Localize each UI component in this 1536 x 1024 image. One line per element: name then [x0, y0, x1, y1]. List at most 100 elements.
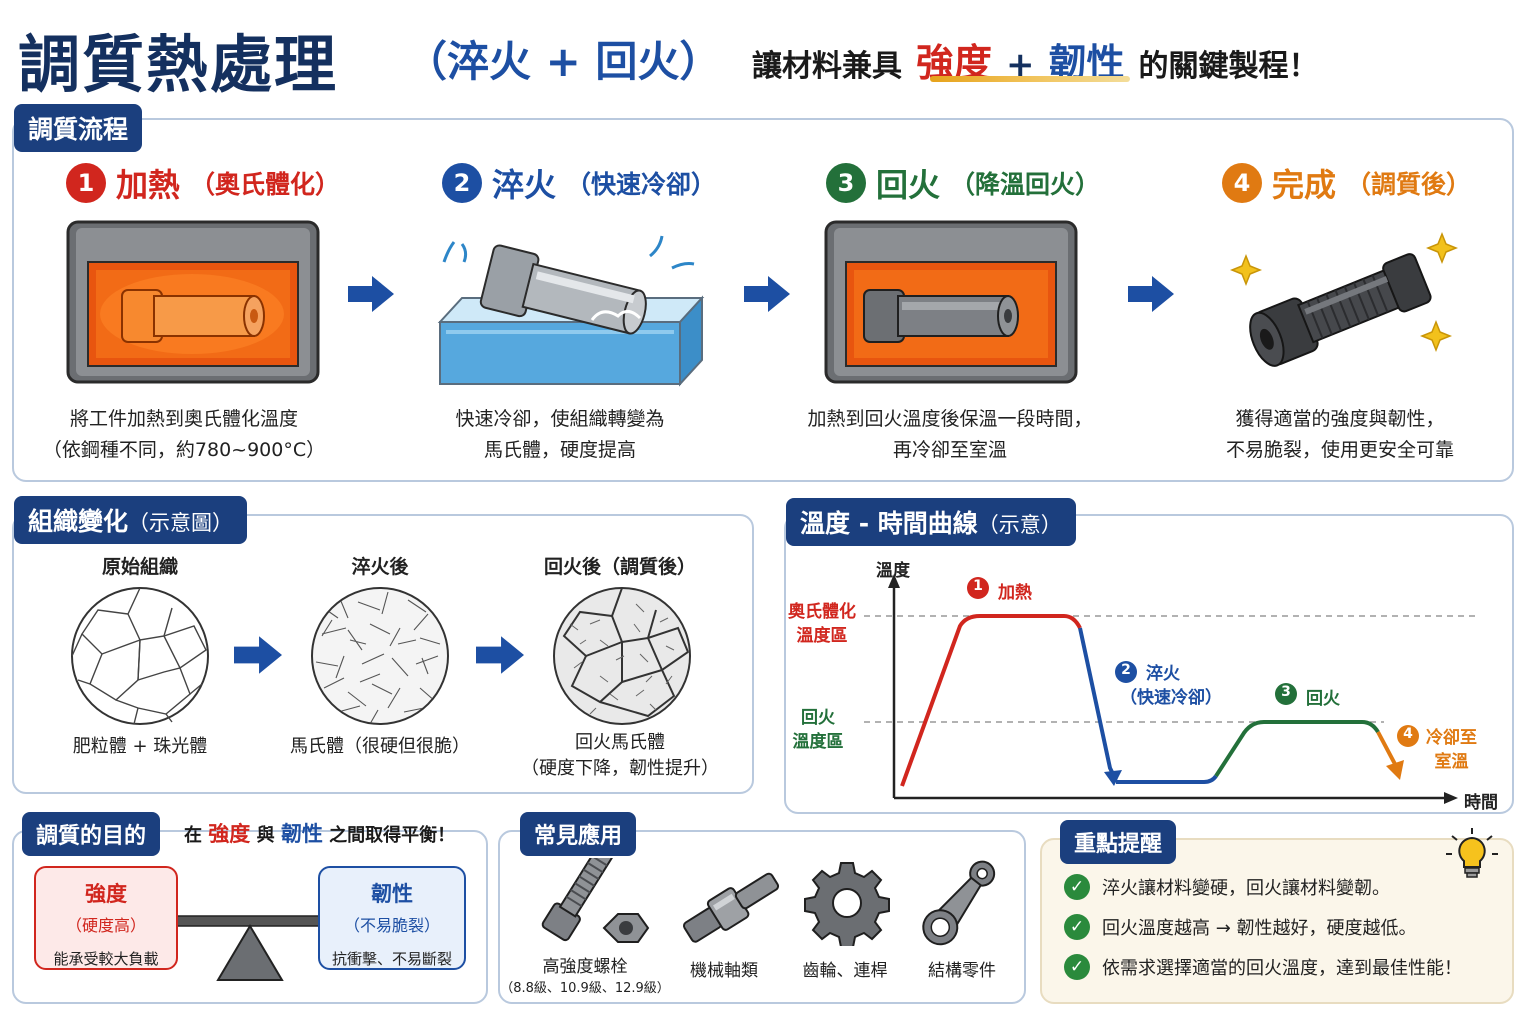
finished-part-illustration — [1229, 231, 1459, 367]
y-axis-arrowhead — [888, 574, 900, 588]
step-2-sub: （快速冷卻） — [566, 170, 717, 199]
quench-tank-illustration — [437, 235, 705, 387]
process-arrow-1 — [348, 276, 394, 312]
step-4-label: 完成 — [1272, 166, 1337, 204]
step-3-label: 回火 — [876, 166, 941, 204]
micro-caption-tempered: 回火馬氏體 （硬度下降，韌性提升） — [521, 732, 719, 779]
strength-box-sub: （硬度高） — [65, 916, 146, 935]
heating-curve — [900, 614, 1082, 787]
chart-badge-3-number: 3 — [1281, 684, 1291, 700]
purpose-panel-title: 調質的目的 — [22, 812, 161, 856]
reminder-2: ✓ 回火溫度越高 → 韌性越好，硬度越低。 — [1064, 914, 1417, 940]
micro-label-tempered: 回火後（調質後） — [543, 556, 696, 578]
austenite-zone-label: 奧氏體化 溫度區 — [788, 602, 856, 646]
process-arrow-3 — [1128, 276, 1174, 312]
chart-annotation-quench: 淬火 （快速冷卻） — [1120, 664, 1222, 708]
purpose-subtitle: 在 強度 與 韌性 之間取得平衡！ — [184, 822, 456, 846]
step-2-head: 2 淬火 （快速冷卻） — [442, 160, 716, 206]
temper-curve — [1214, 720, 1380, 778]
chart-annotation-heating: 加熱 — [998, 583, 1032, 603]
chart-badge-1 — [967, 577, 989, 599]
step-2-description: 快速冷卻，使組織轉變為 馬氏體，硬度提高 — [455, 408, 665, 461]
low-hold-curve — [1116, 774, 1218, 784]
toughness-box-title: 韌性 — [371, 882, 413, 906]
tagline-pre: 讓材料兼具 — [752, 49, 902, 84]
gear-icon — [804, 862, 890, 946]
connecting-rod-icon — [922, 860, 996, 946]
reminder-3-text: 依需求選擇適當的回火溫度，達到最佳性能！ — [1102, 958, 1462, 979]
applications-panel-title: 常見應用 — [520, 812, 637, 856]
process-panel-title: 調質流程 — [14, 104, 143, 152]
sparkle-icon — [1229, 231, 1459, 353]
cool-curve — [1376, 731, 1398, 767]
micro-original-circle — [71, 587, 209, 725]
reminder-1: ✓ 淬火讓材料變硬，回火讓材料變韌。 — [1064, 874, 1390, 900]
step-3-head: 3 回火 （降溫回火） — [826, 160, 1100, 206]
reminders-panel-title: 重點提醒 — [1060, 820, 1177, 864]
cool-arrowhead — [1386, 760, 1404, 780]
app-label-bolt: 高強度螺栓 （8.8級、10.9級、12.9級） — [500, 957, 670, 996]
chart-badge-4-number: 4 — [1403, 726, 1413, 742]
reminder-2-text: 回火溫度越高 → 韌性越好，硬度越低。 — [1102, 918, 1417, 939]
step-1-number: 1 — [66, 163, 106, 203]
micro-label-original: 原始組織 — [101, 556, 178, 578]
app-label-shaft: 機械軸類 — [690, 961, 758, 981]
step-3-sub: （降溫回火） — [950, 170, 1101, 199]
chart-xlabel: 時間 — [1464, 793, 1498, 813]
chart-annotation-cool: 冷卻至 室溫 — [1426, 728, 1477, 772]
chart-ylabel: 溫度 — [876, 561, 910, 581]
toughness-box-sub: （不易脆裂） — [343, 916, 440, 935]
step-2-number: 2 — [442, 163, 482, 203]
micro-quenched-circle — [311, 587, 449, 725]
step-1-sub: （奧氏體化） — [190, 170, 341, 199]
temper-zone-label: 回火 溫度區 — [792, 708, 844, 752]
temperature-time-chart — [864, 574, 1480, 804]
step-1-label: 加熱 — [116, 166, 181, 204]
strength-box: 強度 （硬度高） 能承受較大負載 — [34, 866, 178, 970]
strength-box-desc: 能承受較大負載 — [53, 950, 159, 968]
chart-badge-4 — [1397, 725, 1419, 747]
check-icon: ✓ — [1064, 874, 1090, 900]
chart-badge-2 — [1115, 661, 1137, 683]
tagline-underline — [930, 76, 1130, 82]
main-subtitle: （淬火 + 回火） — [405, 37, 722, 86]
shaft-icon — [682, 872, 780, 943]
toughness-box-desc: 抗衝擊、不易斷裂 — [331, 950, 452, 968]
step-4-description: 獲得適當的強度與韌性， 不易脆裂，使用更安全可靠 — [1225, 408, 1454, 461]
step-3-number: 3 — [826, 163, 866, 203]
x-axis-arrowhead — [1444, 792, 1458, 804]
main-title: 調質熱處理 — [18, 28, 339, 101]
reminder-3: ✓ 依需求選擇適當的回火溫度，達到最佳性能！ — [1064, 954, 1462, 980]
strength-box-title: 強度 — [85, 882, 127, 906]
chart-badge-1-number: 1 — [973, 578, 983, 594]
toughness-box: 韌性 （不易脆裂） 抗衝擊、不易斷裂 — [318, 866, 466, 970]
structure-arrow-2 — [476, 636, 524, 674]
step-1-description: 將工件加熱到奧氏體化溫度 （依鋼種不同，約780~900°C） — [42, 408, 326, 461]
lightbulb-icon — [1446, 828, 1498, 878]
process-arrow-2 — [744, 276, 790, 312]
step-4-sub: （調質後） — [1346, 170, 1472, 199]
step-1-head: 1 加熱 （奧氏體化） — [66, 160, 340, 206]
structure-panel-title: 組織變化（示意圖） — [14, 496, 248, 544]
structure-arrow-1 — [234, 636, 282, 674]
reminders-panel — [1040, 838, 1514, 1004]
quench-arrowhead — [1104, 770, 1122, 786]
furnace-tempering-illustration — [824, 220, 1078, 384]
check-icon: ✓ — [1064, 954, 1090, 980]
bolt-nut-icon — [541, 858, 650, 943]
quench-curve — [1078, 627, 1118, 781]
tagline-post: 的關鍵製程！ — [1138, 49, 1319, 84]
reminder-1-text: 淬火讓材料變硬，回火讓材料變韌。 — [1102, 878, 1390, 899]
step-4-head: 4 完成 （調質後） — [1222, 160, 1471, 206]
balance-scale-illustration — [170, 915, 330, 981]
app-label-structural: 結構零件 — [928, 961, 996, 981]
step-2-label: 淬火 — [492, 166, 557, 204]
chart-badge-2-number: 2 — [1121, 662, 1131, 678]
chart-panel-title: 溫度 - 時間曲線（示意） — [786, 498, 1076, 546]
check-icon: ✓ — [1064, 914, 1090, 940]
tagline: 讓材料兼具 強度 + 韌性 的關鍵製程！ — [752, 32, 1319, 87]
chart-annotation-temper: 回火 — [1306, 689, 1340, 709]
chart-badge-3 — [1275, 683, 1297, 705]
step-3-description: 加熱到回火溫度後保溫一段時間， 再冷卻至室溫 — [807, 408, 1093, 461]
furnace-heating-illustration — [66, 220, 320, 384]
